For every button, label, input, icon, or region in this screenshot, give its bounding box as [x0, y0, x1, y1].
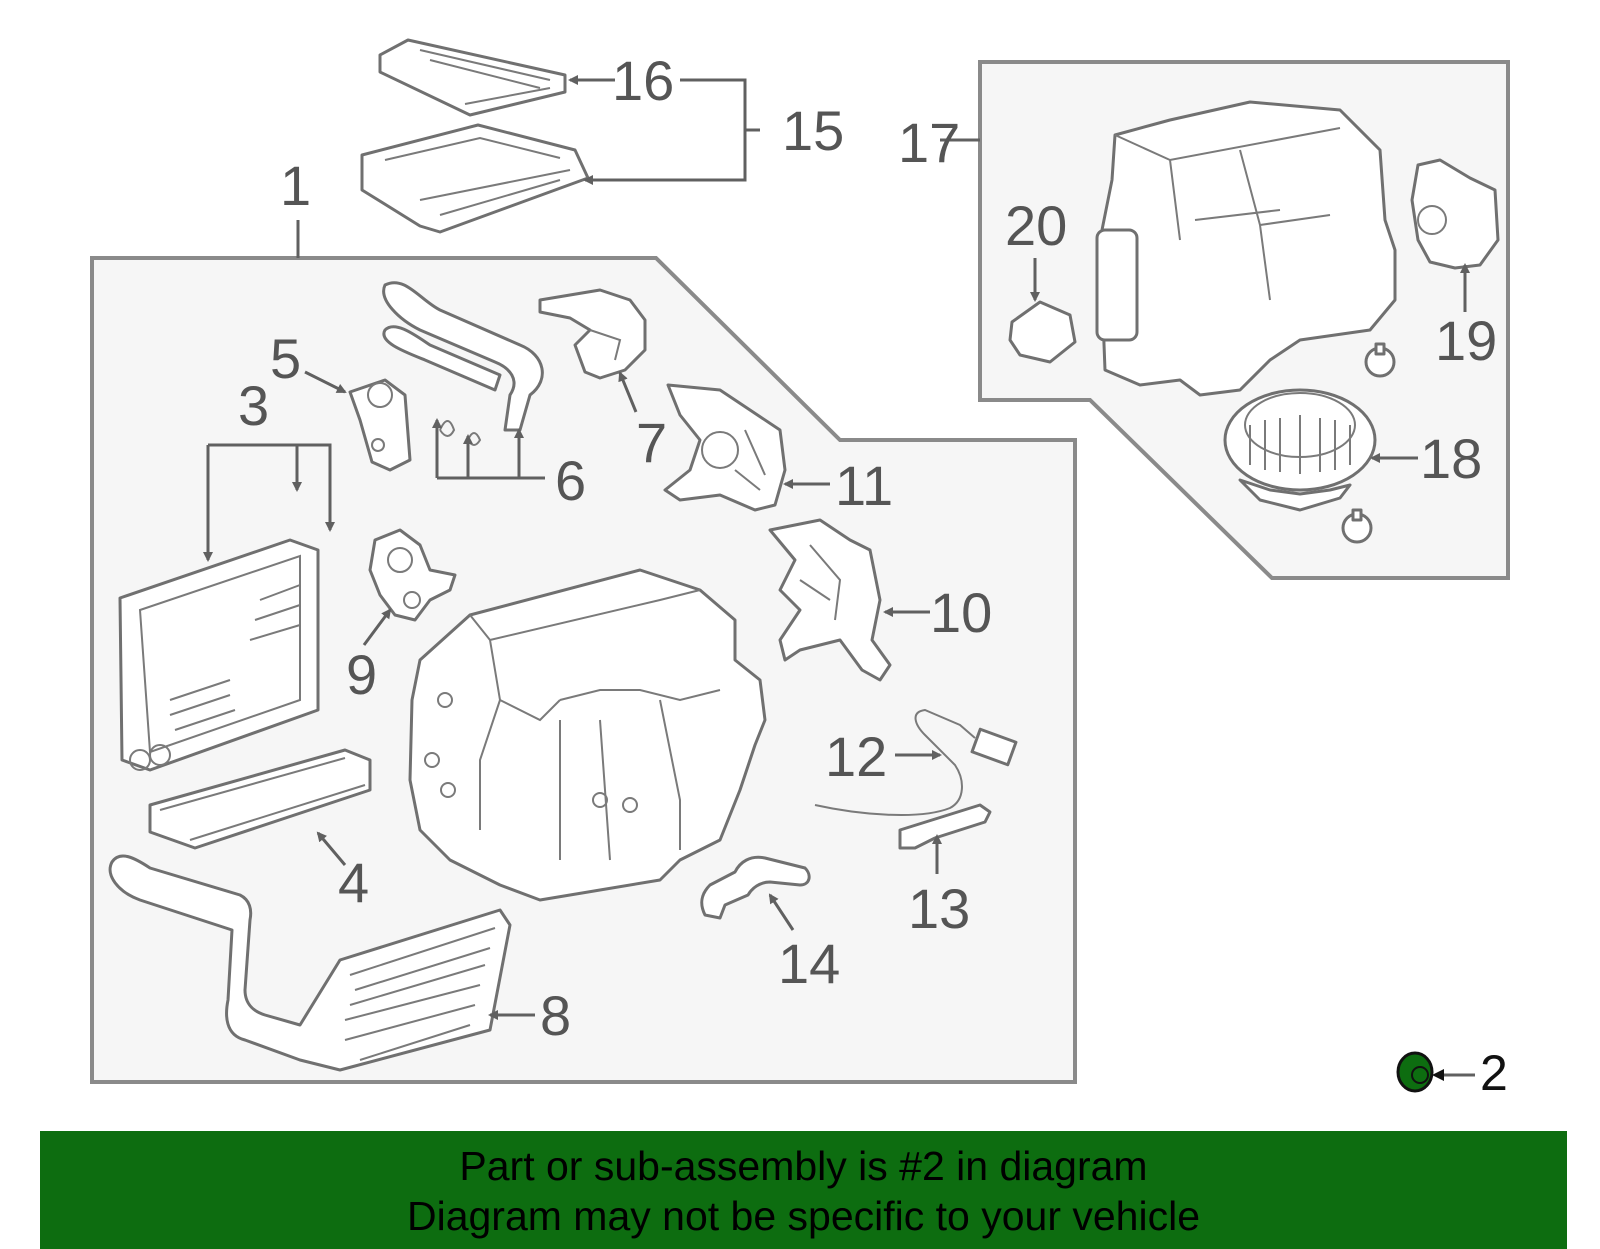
callout-16: 16: [612, 49, 674, 112]
filter-housing-part-15[interactable]: [360, 123, 590, 234]
servo-bracket-part-11[interactable]: [663, 383, 787, 512]
callout-18: 18: [1420, 427, 1482, 490]
callout-8: 8: [540, 984, 571, 1047]
callout-19: 19: [1435, 309, 1497, 372]
bracket-part-10[interactable]: [768, 518, 892, 682]
callout-7: 7: [636, 411, 667, 474]
cabin-filter-part-16[interactable]: [378, 38, 567, 117]
expansion-valve-part-5[interactable]: [348, 378, 412, 472]
callout-6: 6: [555, 449, 586, 512]
parts-diagram: 1 3 4 5 6 7 8 9 10 11 12 13 14 15 16 17 …: [90, 38, 1510, 1101]
callout-17: 17: [898, 111, 960, 174]
actuator-part-19[interactable]: [1410, 158, 1500, 270]
info-banner: Part or sub-assembly is #2 in diagram Di…: [40, 1131, 1567, 1249]
callout-14: 14: [778, 932, 840, 995]
highlighted-part-2[interactable]: [1396, 1051, 1475, 1093]
duct-part-7[interactable]: [538, 288, 647, 380]
resistor-part-20[interactable]: [1008, 300, 1077, 364]
heater-housing: [408, 568, 767, 902]
screw-lower: [1341, 508, 1373, 544]
blower-motor-part-18[interactable]: [1223, 388, 1377, 512]
callout-2: 2: [1480, 1045, 1508, 1101]
callout-13: 13: [908, 877, 970, 940]
screw-upper: [1364, 342, 1396, 378]
callout-9: 9: [346, 643, 377, 706]
callout-20: 20: [1005, 194, 1067, 257]
evaporator-part-3[interactable]: [118, 538, 320, 772]
callout-4: 4: [338, 851, 369, 914]
servo-motor-part-9[interactable]: [368, 528, 457, 622]
evaporator-case-part-4[interactable]: [148, 748, 372, 850]
hose-part-14[interactable]: [700, 855, 811, 920]
callout-11: 11: [835, 454, 893, 517]
heater-core-part-8[interactable]: [108, 854, 512, 1072]
callout-12: 12: [825, 725, 887, 788]
blower-case-part-17[interactable]: [1095, 100, 1397, 397]
banner-line-2: Diagram may not be specific to your vehi…: [406, 1193, 1200, 1239]
banner-line-1: Part or sub-assembly is #2 in diagram: [459, 1143, 1148, 1189]
callout-3: 3: [238, 374, 269, 437]
callout-15: 15: [782, 99, 844, 162]
sensor-part-12[interactable]: [814, 708, 1018, 817]
clip-part-13[interactable]: [898, 803, 992, 850]
callout-5: 5: [270, 327, 301, 390]
callout-1: 1: [280, 154, 311, 217]
callout-10: 10: [930, 581, 992, 644]
